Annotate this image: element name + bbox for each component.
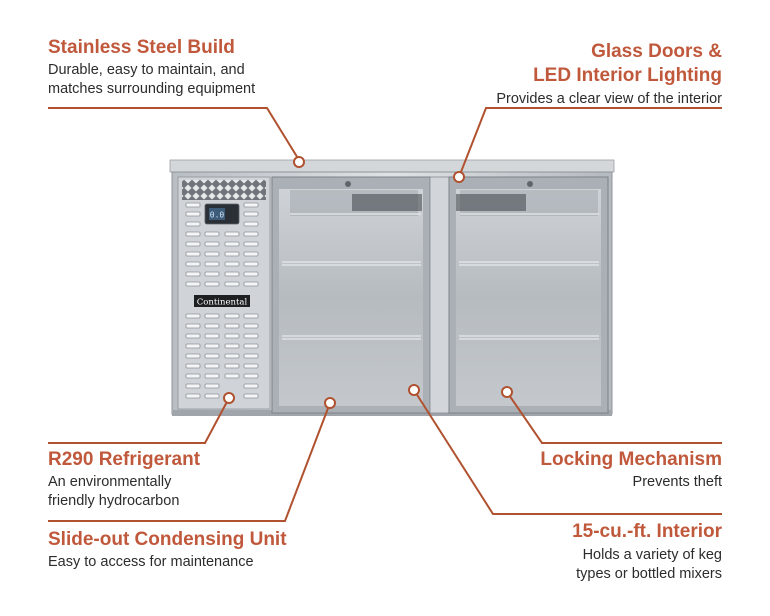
brand-plate: [194, 295, 250, 307]
callout-desc-line1: Prevents theft: [632, 474, 722, 490]
hotspot-interior: [408, 384, 420, 396]
callout-desc-line2: friendly hydrocarbon: [48, 493, 180, 509]
leader-lines: [48, 107, 722, 522]
leader-condensing: [48, 402, 331, 522]
door-mullion: [429, 176, 450, 414]
callout-title: Locking Mechanism: [540, 449, 722, 470]
hotspot-locking: [501, 386, 513, 398]
callout-desc-line1: Provides a clear view of the interior: [496, 91, 722, 107]
leader-locking: [506, 391, 722, 444]
leader-interior: [413, 389, 722, 515]
leader-stainless: [48, 107, 300, 161]
callout-title: Stainless Steel Build: [48, 37, 235, 58]
callout-desc-line1: Holds a variety of keg: [582, 547, 722, 563]
brand-logo: Continental: [197, 298, 248, 308]
callout-title: 15-cu.-ft. Interior: [572, 521, 722, 542]
left-glass-door: [271, 176, 431, 414]
callout-desc-line1: Easy to access for maintenance: [48, 554, 254, 570]
countertop: [169, 159, 615, 173]
callout-desc-line1: An environmentally: [48, 474, 172, 490]
hotspot-stainless: [293, 156, 305, 168]
hotspot-glass: [453, 171, 465, 183]
callout-title: Slide-out Condensing Unit: [48, 529, 287, 550]
callout-condensing-unit: Slide-out Condensing Unit Easy to access…: [48, 528, 287, 572]
callout-title-line2: LED Interior Lighting: [533, 65, 722, 86]
leader-glass: [458, 107, 722, 178]
hotspot-condensing: [324, 397, 336, 409]
right-glass-door: [448, 176, 609, 414]
callout-locking: Locking Mechanism Prevents theft: [540, 448, 722, 492]
hotspot-refrigerant: [223, 392, 235, 404]
callout-refrigerant: R290 Refrigerant An environmentally frie…: [48, 448, 200, 511]
callout-title: R290 Refrigerant: [48, 449, 201, 470]
hotspot-markers: [223, 156, 513, 409]
callout-stainless-steel: Stainless Steel Build Durable, easy to m…: [48, 36, 255, 99]
callout-title-line1: Glass Doors &: [591, 41, 722, 62]
callout-glass-doors: Glass Doors & LED Interior Lighting Prov…: [496, 40, 722, 109]
callout-desc-line2: types or bottled mixers: [576, 566, 722, 582]
callout-desc-line2: matches surrounding equipment: [48, 81, 256, 97]
leader-refrigerant: [48, 397, 230, 444]
thermostat-screen: [209, 208, 225, 220]
callout-desc-line1: Durable, easy to maintain, and: [48, 62, 245, 78]
mesh-grille: [182, 180, 266, 200]
thermostat-readout: 0.0: [210, 211, 225, 220]
vent-slots: [185, 202, 259, 399]
callout-interior: 15-cu.-ft. Interior Holds a variety of k…: [572, 520, 722, 584]
